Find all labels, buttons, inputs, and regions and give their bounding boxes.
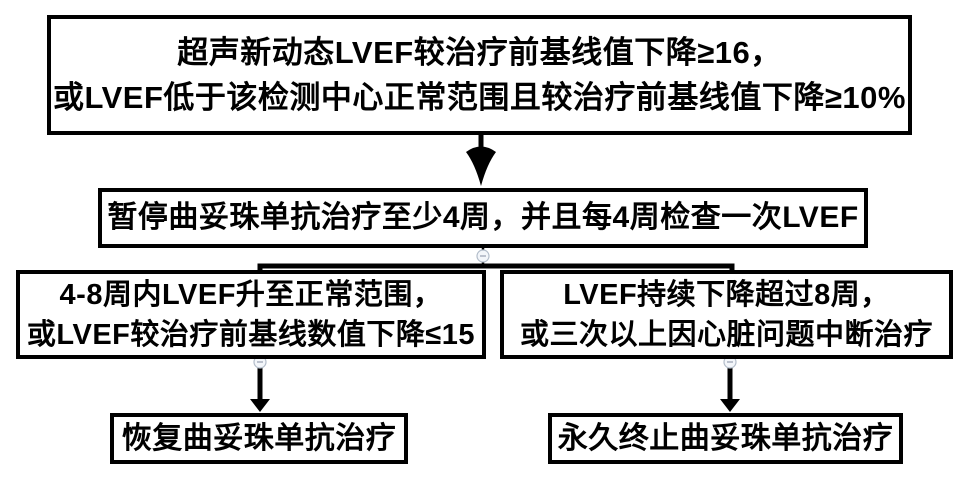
- lvef-recovered-branch-box: 4-8周内LVEF升至正常范围， 或LVEF较治疗前基线数值下降≤15: [16, 270, 486, 359]
- terminate-treatment-label: 永久终止曲妥珠单抗治疗: [557, 421, 894, 455]
- pause-treatment-label: 暂停曲妥珠单抗治疗至少4周，并且每4周检查一次LVEF: [107, 201, 859, 234]
- condition-line-1: 超声新动态LVEF较治疗前基线值下降≥16，: [177, 35, 782, 70]
- condition-box: 超声新动态LVEF较治疗前基线值下降≥16， 或LVEF低于该检测中心正常范围且…: [47, 15, 912, 135]
- terminate-treatment-box: 永久终止曲妥珠单抗治疗: [548, 413, 903, 464]
- branch-left-line-2: 或LVEF较治疗前基线数值下降≤15: [26, 318, 476, 351]
- down-arrow-right-icon: [720, 362, 740, 412]
- resume-treatment-box: 恢复曲妥珠单抗治疗: [110, 413, 408, 464]
- condition-line-2: 或LVEF低于该检测中心正常范围且较治疗前基线值下降≥10%: [53, 80, 906, 115]
- branch-left-line-1: 4-8周内LVEF升至正常范围，: [59, 278, 443, 311]
- branch-right-line-1: LVEF持续下降超过8周，: [563, 278, 890, 311]
- down-arrow-left-icon: [250, 362, 270, 412]
- branch-right-line-2: 或三次以上因心脏问题中断治疗: [519, 318, 933, 351]
- pause-treatment-box: 暂停曲妥珠单抗治疗至少4周，并且每4周检查一次LVEF: [98, 188, 868, 248]
- lvef-persistent-decline-branch-box: LVEF持续下降超过8周， 或三次以上因心脏问题中断治疗: [500, 270, 953, 359]
- resume-treatment-label: 恢复曲妥珠单抗治疗: [121, 421, 397, 455]
- connector-handle-icon: [476, 249, 490, 263]
- flared-down-arrow-icon: [466, 135, 496, 186]
